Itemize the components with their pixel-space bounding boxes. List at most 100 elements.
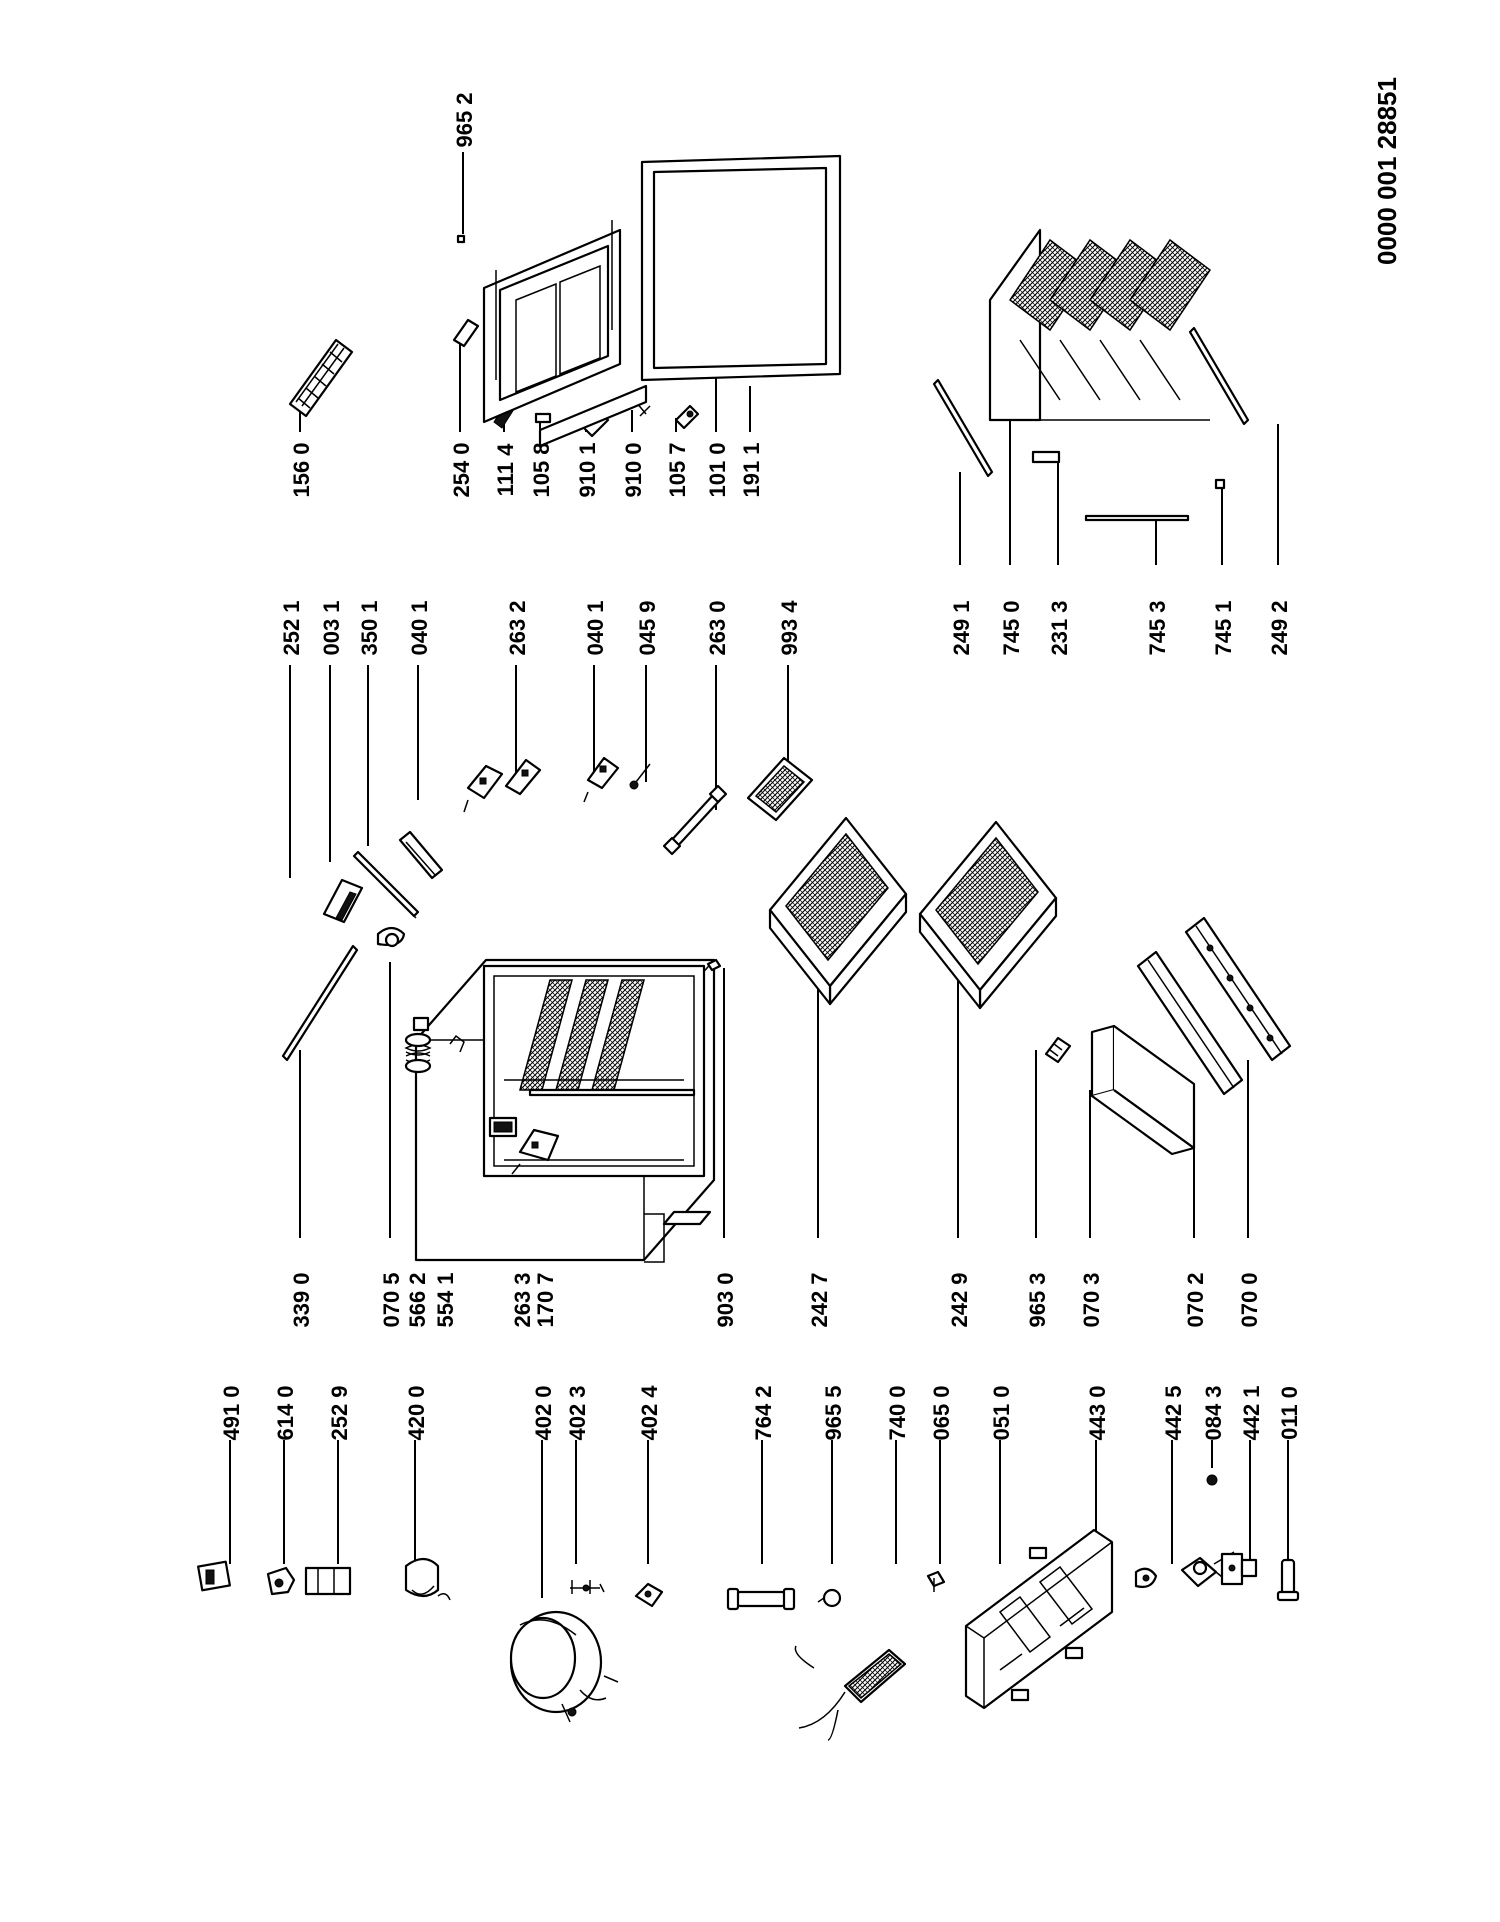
part-number-label: 903 0 — [713, 1272, 738, 1327]
hinge-part-9653 — [1044, 1036, 1072, 1064]
hinge-part-0401-top — [463, 764, 504, 813]
inner-door-part — [482, 220, 648, 448]
part-number-label: 242 7 — [807, 1272, 832, 1327]
part-number-label: 242 9 — [947, 1272, 972, 1327]
bolt-part-1057 — [674, 404, 700, 430]
part-number-label: 420 0 — [404, 1385, 429, 1440]
cap-part-1058 — [534, 412, 552, 424]
part-number-label: 252 9 — [327, 1385, 352, 1440]
fan-motor-part — [1134, 1567, 1158, 1588]
door-seal-part — [640, 154, 842, 382]
part-number-label: 252 1 — [279, 600, 304, 655]
compressor-part — [509, 1610, 619, 1723]
screw-part-0459 — [629, 763, 651, 790]
handle-part-2540 — [452, 318, 480, 348]
base-frame-part — [964, 1528, 1114, 1710]
part-number-label: 263 0 — [705, 600, 730, 655]
part-number-label: 402 4 — [637, 1385, 662, 1441]
fixing-plate-part-3501 — [398, 830, 444, 880]
part-number-label: 070 5 — [379, 1272, 404, 1327]
part-number-label: 249 1 — [949, 600, 974, 655]
strip-part-2491 — [932, 378, 994, 478]
bracket-part-2630 — [662, 784, 728, 856]
cabinet-body-part — [414, 958, 716, 1263]
part-number-label: 065 0 — [929, 1385, 954, 1440]
clip-part-2529 — [304, 1566, 352, 1596]
knob-part-7451 — [1214, 478, 1226, 490]
part-number-label: 443 0 — [1085, 1385, 1110, 1440]
lamp-holder-part — [412, 1016, 430, 1032]
part-number-label: 249 2 — [1267, 600, 1292, 655]
part-number-label: 003 1 — [319, 600, 344, 655]
part-number-label: 554 1 — [433, 1272, 458, 1327]
bracket-part-4023 — [570, 1580, 605, 1594]
part-number-label: 105 7 — [665, 442, 690, 497]
rail-part-0700 — [1184, 916, 1292, 1062]
part-number-label: 965 2 — [452, 92, 477, 147]
basket-part-7450 — [988, 228, 1212, 422]
part-number-label: 965 3 — [1025, 1272, 1050, 1327]
strip-part-2492 — [1188, 326, 1250, 426]
part-number-label: 170 7 — [533, 1272, 558, 1327]
part-number-label: 191 1 — [739, 442, 764, 497]
part-number-label: 740 0 — [885, 1385, 910, 1440]
foot-part-0110 — [1276, 1558, 1300, 1602]
clamp-part-0650 — [926, 1570, 946, 1592]
part-number-label: 040 1 — [407, 600, 432, 655]
rail-part-0702 — [1136, 950, 1244, 1096]
ice-tray-part — [746, 756, 814, 822]
kickplate-part-0703 — [1090, 1024, 1196, 1156]
part-number-label: 566 2 — [405, 1272, 430, 1327]
drawer-upper-part — [768, 816, 908, 1006]
hinge-part-2633 — [511, 1128, 560, 1175]
part-number-label: 254 0 — [449, 442, 474, 497]
top-rail-part-3390 — [281, 944, 359, 1062]
part-number-label: 402 0 — [531, 1385, 556, 1440]
overload-protector-part — [266, 1566, 296, 1596]
part-illustrations — [197, 154, 1300, 1741]
part-number-label: 101 0 — [705, 442, 730, 497]
part-number-label: 263 3 — [510, 1272, 535, 1327]
part-number-label: 070 0 — [1237, 1272, 1262, 1327]
part-number-label: 156 0 — [289, 442, 314, 497]
part-number-label: 910 1 — [575, 442, 600, 497]
part-number-label: 011 0 — [1277, 1386, 1302, 1440]
part-number-label: 442 1 — [1239, 1385, 1264, 1440]
screw-part-9652 — [456, 234, 466, 244]
part-number-label: 051 0 — [989, 1385, 1014, 1440]
part-number-label: 993 4 — [777, 600, 802, 656]
part-number-label: 491 0 — [219, 1385, 244, 1440]
part-number-label: 111 4 — [493, 443, 518, 496]
part-number-label: 350 1 — [357, 600, 382, 655]
drawer-lower-part — [918, 820, 1058, 1010]
relay-part — [197, 1560, 231, 1592]
part-number-label: 045 9 — [635, 600, 660, 655]
clip-part-5541 — [449, 1034, 465, 1053]
drier-filter-part — [726, 1587, 796, 1611]
hinge-part-0401-mid — [583, 756, 620, 803]
part-number-label: 402 3 — [565, 1385, 590, 1440]
clip-part-2313 — [1031, 450, 1061, 464]
part-number-label: 745 1 — [1211, 600, 1236, 655]
mounting-bracket-part-4421 — [1220, 1552, 1258, 1586]
part-number-label: 745 0 — [999, 600, 1024, 655]
ice-cube-tray-part — [288, 338, 354, 418]
capacitor-part — [404, 1557, 451, 1601]
rod-part-7453 — [1084, 514, 1190, 522]
handle-part-2521 — [322, 878, 364, 924]
door-pin-part — [706, 958, 722, 972]
part-number-label: 910 0 — [621, 442, 646, 497]
part-number-label: 745 3 — [1145, 600, 1170, 655]
screw-part-0843 — [1206, 1474, 1218, 1486]
part-number-label: 084 3 — [1201, 1385, 1226, 1440]
part-number-label: 339 0 — [289, 1272, 314, 1327]
strip-part-0031 — [352, 850, 420, 919]
hinge-part-2632 — [504, 758, 542, 796]
spring-part-5662 — [404, 1032, 432, 1074]
document-id: 0000 001 28851 — [1372, 77, 1402, 265]
part-number-label: 040 1 — [583, 600, 608, 655]
part-number-label: 965 5 — [821, 1385, 846, 1440]
part-number-label: 070 2 — [1183, 1272, 1208, 1327]
